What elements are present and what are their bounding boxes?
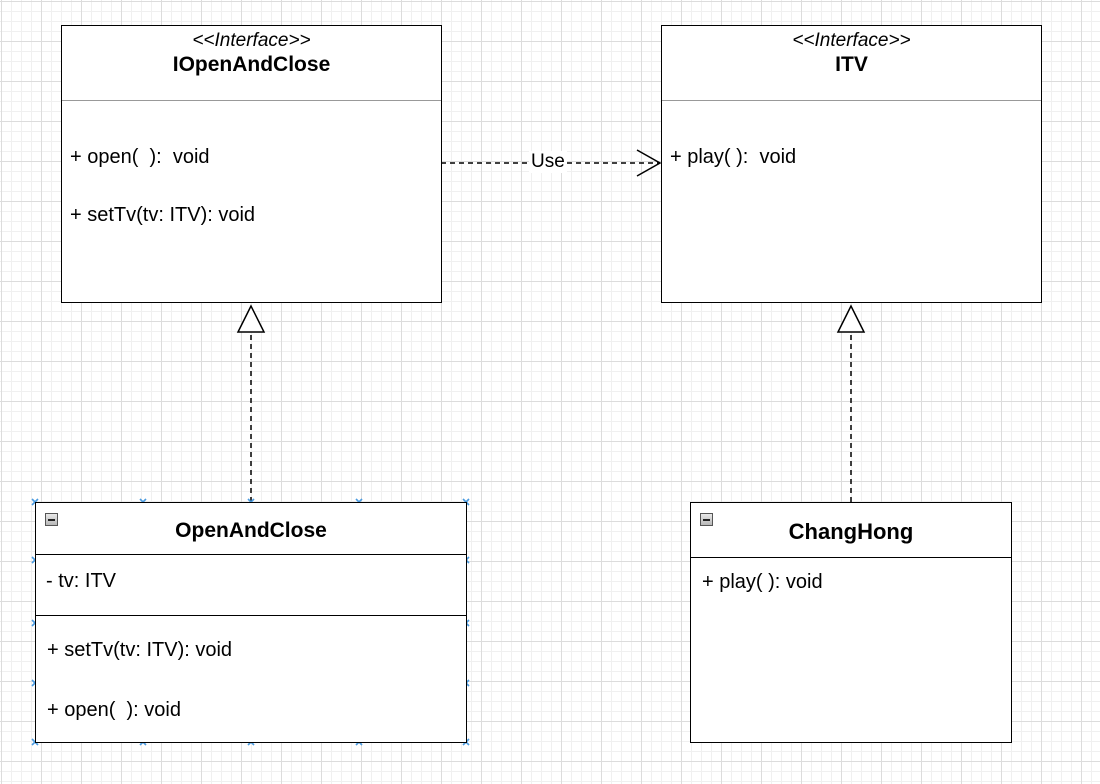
interface-iopenandclose[interactable]: <<Interface>> IOpenAndClose + open( ): v… (61, 25, 442, 303)
interface-itv[interactable]: <<Interface>> ITV + play( ): void (661, 25, 1042, 303)
compartment-divider (691, 557, 1011, 558)
collapse-icon[interactable] (700, 513, 713, 526)
compartment-divider (662, 100, 1041, 101)
class-changhong[interactable]: ChangHong + play( ): void (690, 502, 1012, 743)
interface-header: <<Interface>> ITV (662, 26, 1041, 78)
class-name: ChangHong (788, 519, 914, 544)
compartment-divider (36, 615, 466, 616)
interface-name: IOpenAndClose (172, 53, 331, 76)
compartment-divider (36, 554, 466, 555)
stereotype-label: <<Interface>> (792, 30, 911, 51)
collapse-icon[interactable] (45, 513, 58, 526)
realization-arrowhead-open-close (236, 304, 266, 333)
method-open: + open( ): void (70, 146, 210, 168)
method-play: + play( ): void (702, 571, 823, 593)
attribute-tv: - tv: ITV (46, 570, 116, 592)
stereotype-label: <<Interface>> (192, 30, 311, 51)
compartment-divider (62, 100, 441, 101)
method-settv: + setTv(tv: ITV): void (47, 639, 233, 661)
method-open: + open( ): void (47, 699, 181, 721)
class-name: OpenAndClose (175, 519, 327, 542)
interface-name: ITV (835, 53, 868, 76)
method-play: + play( ): void (670, 146, 797, 168)
dependency-arrowhead (636, 149, 662, 177)
method-settv: + setTv(tv: ITV): void (70, 204, 256, 226)
class-openandclose[interactable]: OpenAndClose - tv: ITV + setTv(tv: ITV):… (35, 502, 467, 743)
dependency-label: Use (529, 151, 567, 173)
interface-header: <<Interface>> IOpenAndClose (62, 26, 441, 78)
realization-arrowhead-changhong (836, 304, 866, 333)
